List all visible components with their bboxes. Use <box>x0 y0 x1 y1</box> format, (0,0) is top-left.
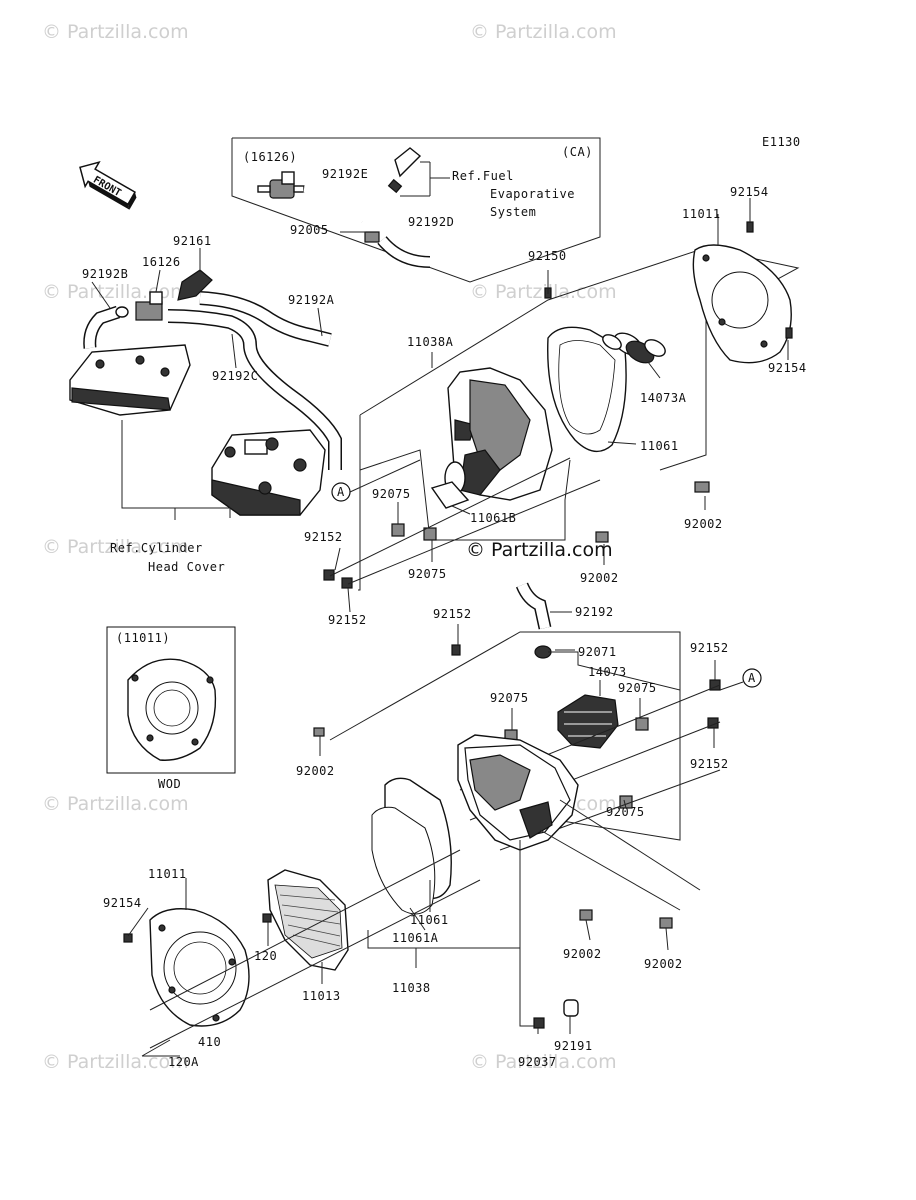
part-92152-b: 92152 <box>328 613 367 627</box>
air-filter-element-icon <box>267 869 349 971</box>
intake-duct-icon <box>602 332 666 364</box>
part-11011-bot: 11011 <box>148 867 187 881</box>
part-11061-top: 11061 <box>640 439 679 453</box>
part-92192D: 92192D <box>408 215 454 229</box>
part-92002-b1: 92002 <box>563 947 602 961</box>
part-92192A: 92192A <box>288 293 335 307</box>
part-92002-r2: 92002 <box>580 571 619 585</box>
ca-part-ref: (16126) <box>243 150 297 164</box>
watermark: © Partzilla.com <box>42 1051 189 1073</box>
part-92071: 92071 <box>578 645 617 659</box>
part-92161: 92161 <box>173 234 212 248</box>
part-11013: 11013 <box>302 989 341 1003</box>
callout-a: A <box>748 671 756 685</box>
front-air-cleaner-assembly: 92192 92071 14073 92152 92152 92152 9200… <box>103 582 762 1069</box>
intake-funnel-icon <box>557 694 619 749</box>
vacuum-hose-assembly: 92161 92192B 16126 92192A 92192C <box>82 234 342 470</box>
part-16126: 16126 <box>142 255 181 269</box>
wod-part-ref: (11011) <box>116 631 170 645</box>
part-92075-a: 92075 <box>372 487 411 501</box>
part-92002-l: 92002 <box>296 764 335 778</box>
part-92005: 92005 <box>290 223 329 237</box>
ref-cylinder-line1: Ref.Cylinder <box>110 541 203 555</box>
ca-title: (CA) <box>562 145 593 159</box>
part-92075-d: 92075 <box>618 681 657 695</box>
part-92192: 92192 <box>575 605 614 619</box>
cylinder-head-cover-ref: Ref.Cylinder Head Cover <box>69 344 326 574</box>
rear-air-cleaner-assembly: 92150 11038A 11011 92154 92154 14073A 11… <box>304 185 807 627</box>
part-92154-top: 92154 <box>730 185 769 199</box>
part-11061B: 11061B <box>470 511 516 525</box>
front-arrow-icon: FRONT <box>79 161 137 210</box>
part-11038: 11038 <box>392 981 431 995</box>
part-92075-b: 92075 <box>408 567 447 581</box>
part-92192B: 92192B <box>82 267 128 281</box>
part-410: 410 <box>198 1035 221 1049</box>
watermark: © Partzilla.com <box>470 281 617 303</box>
part-92152-e: 92152 <box>690 757 729 771</box>
part-92002-b2: 92002 <box>644 957 683 971</box>
watermark: © Partzilla.com <box>470 1051 617 1073</box>
diagram-code: E1130 <box>762 135 801 149</box>
watermark: © Partzilla.com <box>470 21 617 43</box>
part-92191: 92191 <box>554 1039 593 1053</box>
ref-fuel-line2: Evaporative <box>490 187 575 201</box>
part-14073A: 14073A <box>640 391 687 405</box>
part-92075-c: 92075 <box>490 691 529 705</box>
part-92154-right: 92154 <box>768 361 807 375</box>
wod-caption: WOD <box>158 777 181 791</box>
part-14073: 14073 <box>588 665 627 679</box>
part-92152-d: 92152 <box>690 641 729 655</box>
part-120: 120 <box>254 949 277 963</box>
valve-icon <box>257 171 305 199</box>
part-120A: 120A <box>168 1055 199 1069</box>
callout-a: A <box>337 485 345 499</box>
part-92192E: 92192E <box>322 167 368 181</box>
wod-box: (11011) WOD <box>106 626 236 791</box>
part-92037: 92037 <box>518 1055 557 1069</box>
watermark: © Partzilla.com <box>42 536 189 558</box>
watermark: © Partzilla.com <box>42 281 189 303</box>
part-11061-bot: 11061 <box>410 913 449 927</box>
part-11011-top: 11011 <box>682 207 721 221</box>
ref-fuel-line3: System <box>490 205 536 219</box>
ref-fuel-line1: Ref.Fuel <box>452 169 514 183</box>
ref-cylinder-line2: Head Cover <box>148 560 225 574</box>
part-92152-a: 92152 <box>304 530 343 544</box>
part-11061A: 11061A <box>392 931 439 945</box>
watermark: © Partzilla.com <box>42 793 189 815</box>
part-92150: 92150 <box>528 249 567 263</box>
center-copyright: © Partzilla.com <box>466 539 613 561</box>
part-92192C: 92192C <box>212 369 258 383</box>
part-92154-bot: 92154 <box>103 896 142 910</box>
ca-box: (CA) (16126) Ref.Fuel Evaporative System… <box>231 137 601 283</box>
part-11038A: 11038A <box>407 335 454 349</box>
part-92152-c: 92152 <box>433 607 472 621</box>
part-92002-r1: 92002 <box>684 517 723 531</box>
watermark: © Partzilla.com <box>42 21 189 43</box>
